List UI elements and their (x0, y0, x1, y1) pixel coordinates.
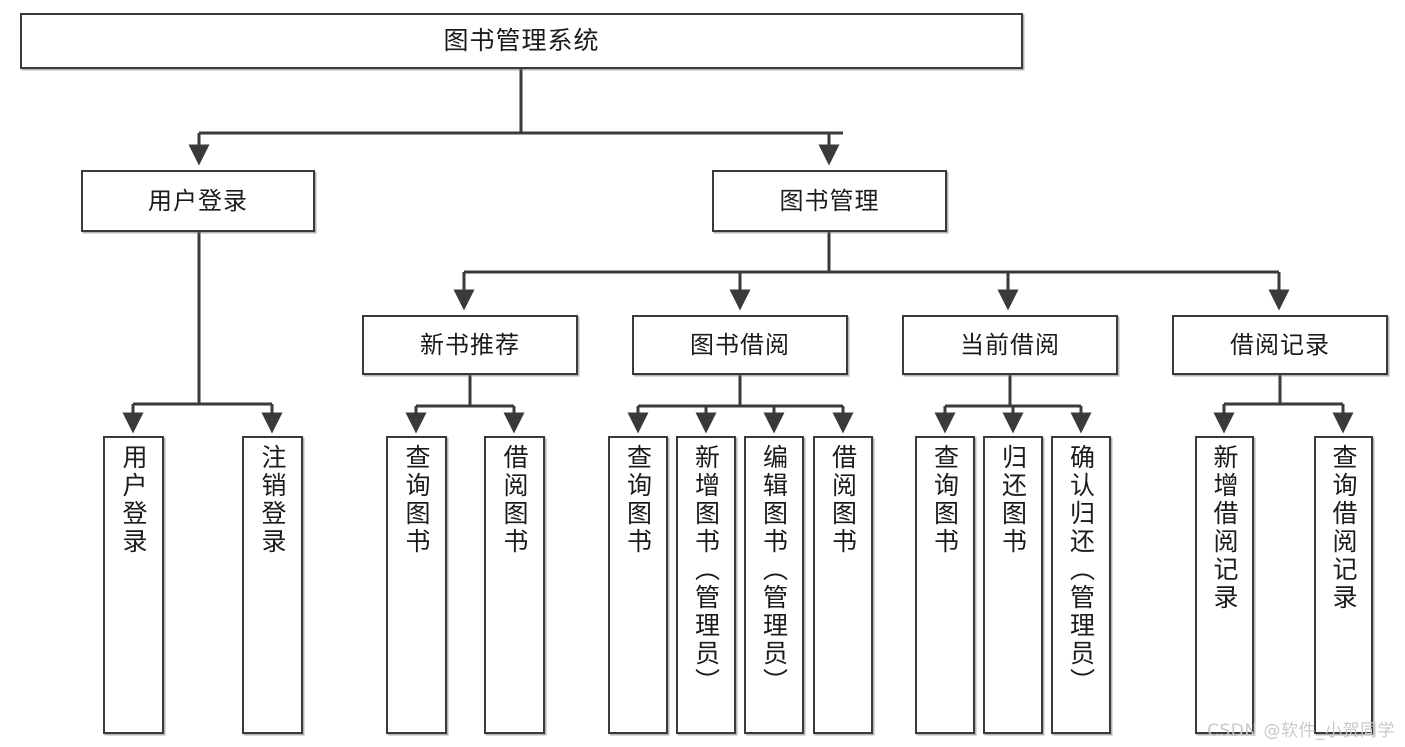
node-label: 查询借阅记录 (1329, 444, 1358, 612)
leaf-edit-book[interactable]: 编辑图书（管理员） (744, 436, 804, 734)
node-label: 查询图书 (623, 444, 653, 556)
node-root-system[interactable]: 图书管理系统 (20, 13, 1023, 69)
node-book-borrow[interactable]: 图书借阅 (632, 315, 848, 375)
node-label: 注销登录 (258, 444, 287, 556)
node-label: 查询图书 (930, 444, 960, 556)
node-label: 新增借阅记录 (1210, 444, 1239, 612)
leaf-return-book[interactable]: 归还图书 (983, 436, 1043, 734)
node-label: 借阅记录 (1230, 330, 1330, 359)
leaf-query-book-3[interactable]: 查询图书 (915, 436, 975, 734)
node-label: 新增图书（管理员） (691, 444, 721, 696)
node-label: 图书管理 (779, 186, 880, 215)
node-label: 查询图书 (402, 444, 431, 556)
node-label: 归还图书 (998, 444, 1028, 556)
node-book-manage[interactable]: 图书管理 (712, 170, 947, 232)
node-label: 借阅图书 (828, 444, 858, 556)
node-user-login[interactable]: 用户登录 (81, 170, 315, 232)
node-current-borrow[interactable]: 当前借阅 (902, 315, 1118, 375)
node-label: 确认归还（管理员） (1066, 444, 1096, 696)
leaf-confirm-return[interactable]: 确认归还（管理员） (1051, 436, 1111, 734)
leaf-add-record[interactable]: 新增借阅记录 (1195, 436, 1254, 734)
leaf-borrow-book-2[interactable]: 借阅图书 (813, 436, 873, 734)
node-label: 图书借阅 (690, 330, 790, 359)
node-label: 当前借阅 (960, 330, 1060, 359)
node-new-book-rec[interactable]: 新书推荐 (362, 315, 578, 375)
leaf-query-book-2[interactable]: 查询图书 (608, 436, 668, 734)
node-label: 新书推荐 (420, 330, 520, 359)
node-label: 用户登录 (148, 186, 248, 215)
leaf-user-login[interactable]: 用户登录 (103, 436, 164, 734)
watermark-text: CSDN @软件_小贺同学 (1207, 721, 1395, 741)
node-label: 借阅图书 (500, 444, 529, 556)
leaf-query-book-1[interactable]: 查询图书 (386, 436, 447, 734)
node-borrow-record[interactable]: 借阅记录 (1172, 315, 1388, 375)
leaf-add-book[interactable]: 新增图书（管理员） (676, 436, 736, 734)
leaf-query-record[interactable]: 查询借阅记录 (1314, 436, 1373, 734)
node-label: 用户登录 (119, 444, 148, 556)
node-label: 图书管理系统 (443, 26, 600, 56)
node-label: 编辑图书（管理员） (759, 444, 789, 696)
leaf-borrow-book-1[interactable]: 借阅图书 (484, 436, 545, 734)
leaf-logout[interactable]: 注销登录 (242, 436, 303, 734)
